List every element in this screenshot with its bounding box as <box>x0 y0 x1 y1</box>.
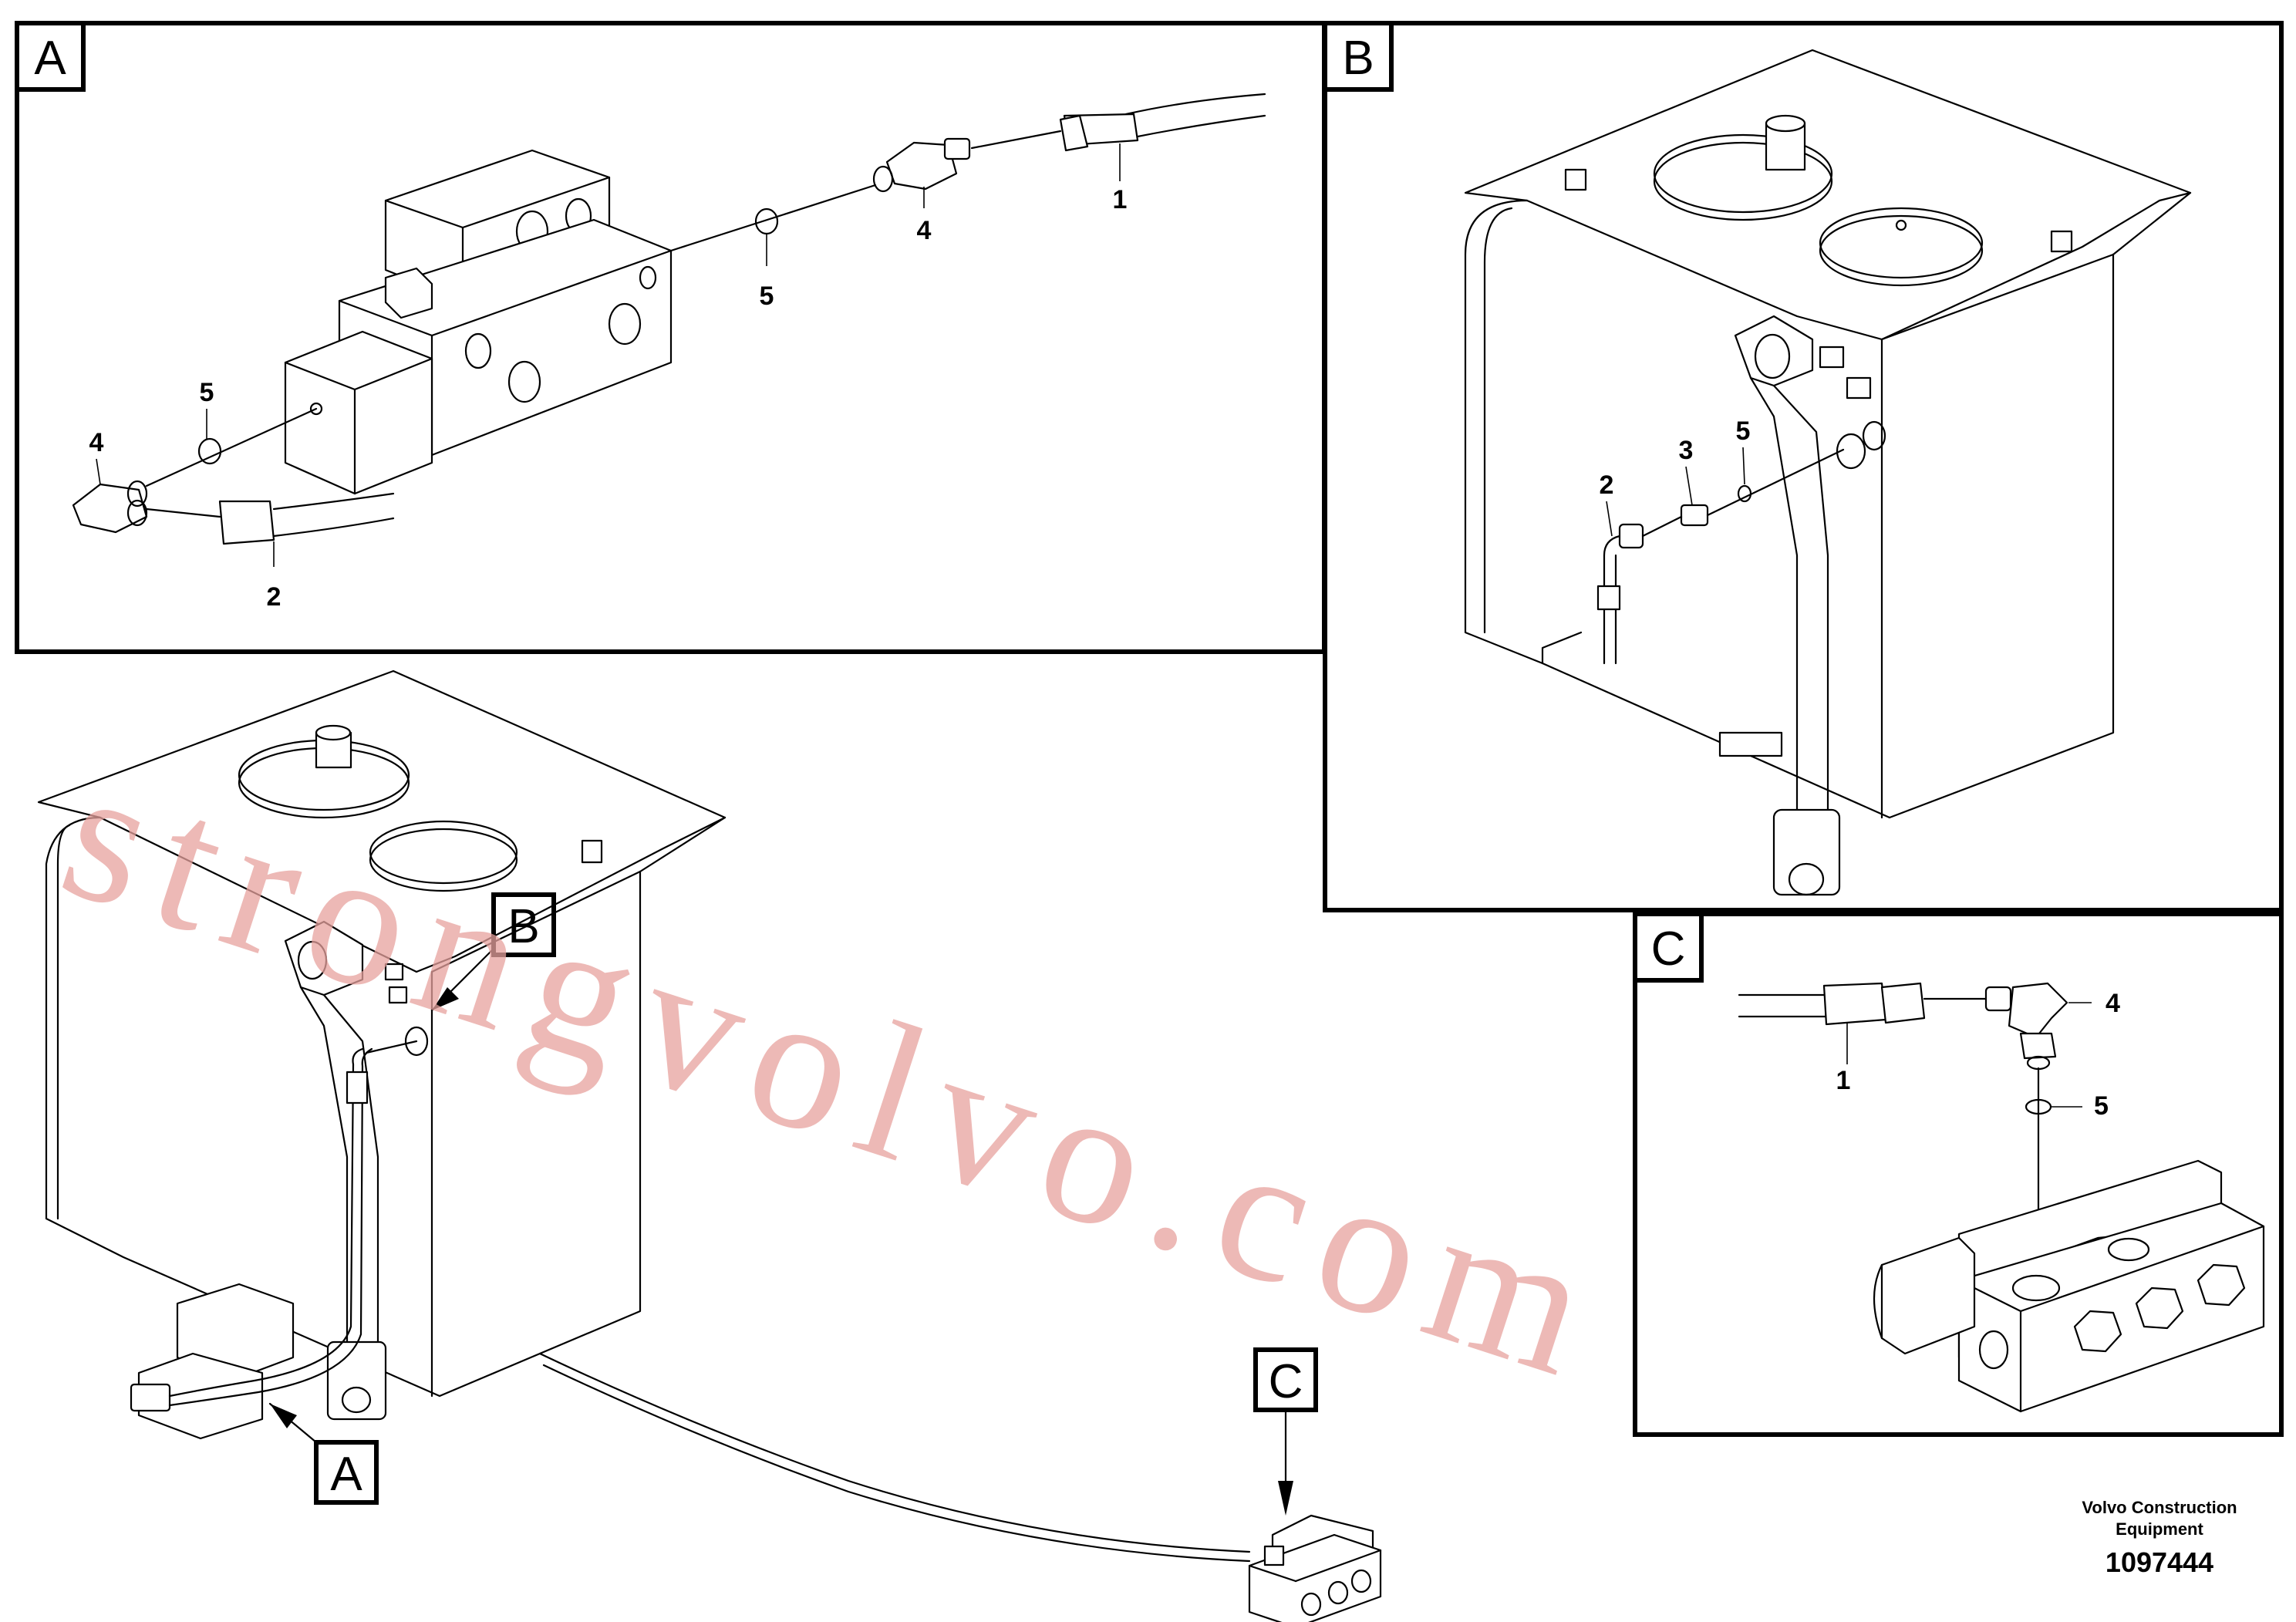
valve-block-a <box>284 149 673 495</box>
panel-a: A <box>15 21 1327 654</box>
callouts-b: 5 3 2 <box>1600 416 1751 537</box>
leader-line <box>970 130 1062 150</box>
callout-1: 1 <box>1113 185 1128 214</box>
callouts-c: 4 1 5 <box>1836 989 2120 1121</box>
hose-1-c <box>1738 982 1991 1026</box>
callout-4: 4 <box>89 428 104 457</box>
callout-1: 1 <box>1836 1066 1851 1095</box>
marker-b: B <box>430 892 556 1012</box>
marker-a: A <box>268 1402 379 1505</box>
callout-2: 2 <box>1600 470 1614 500</box>
fitting-4-c <box>1984 982 2068 1266</box>
valve-block-c <box>1873 1159 2265 1413</box>
oring-5-a-top <box>754 207 779 235</box>
drawing-number: 1097444 <box>2106 1546 2213 1578</box>
fitting-4-a-top <box>872 137 971 193</box>
hose-main-c <box>538 1352 1251 1563</box>
hydraulic-tank-b <box>1464 49 2192 896</box>
hose-1-a <box>1059 93 1266 152</box>
callout-4: 4 <box>2106 989 2120 1018</box>
marker-a-label: A <box>330 1448 362 1501</box>
valve-block-main-c <box>1248 1514 1382 1622</box>
panel-a-label: A <box>34 32 66 85</box>
footer-credit: Volvo Construction Equipment 1097444 <box>2082 1498 2237 1578</box>
callout-5: 5 <box>1736 416 1751 446</box>
hose-main-a <box>168 1040 418 1407</box>
callout-4: 4 <box>917 216 932 245</box>
callout-2: 2 <box>267 582 282 612</box>
leader-line <box>145 407 318 487</box>
panel-b-label: B <box>1342 32 1374 85</box>
leader-line <box>669 184 877 252</box>
fittings-b <box>1596 448 1845 665</box>
panel-b: B <box>1323 21 2284 912</box>
callouts-a: 1 4 5 5 4 2 <box>89 143 1128 612</box>
oring-5-a-bottom <box>197 437 222 465</box>
credit-line-2: Equipment <box>2116 1519 2203 1539</box>
callout-3: 3 <box>1679 436 1694 465</box>
marker-c: C <box>1253 1347 1318 1516</box>
panel-c-label: C <box>1651 922 1686 976</box>
marker-c-label: C <box>1269 1355 1303 1408</box>
oring-5-c <box>2025 1098 2052 1115</box>
valve-block-main-a <box>130 1283 295 1440</box>
panel-c: C <box>1633 912 2284 1437</box>
callout-5: 5 <box>2094 1091 2109 1121</box>
callout-5: 5 <box>760 282 774 311</box>
fitting-4-a-bottom <box>72 480 148 534</box>
marker-b-label: B <box>507 900 539 953</box>
credit-line-1: Volvo Construction <box>2082 1498 2237 1517</box>
callout-5: 5 <box>200 378 214 407</box>
hose-2-a <box>145 492 395 545</box>
